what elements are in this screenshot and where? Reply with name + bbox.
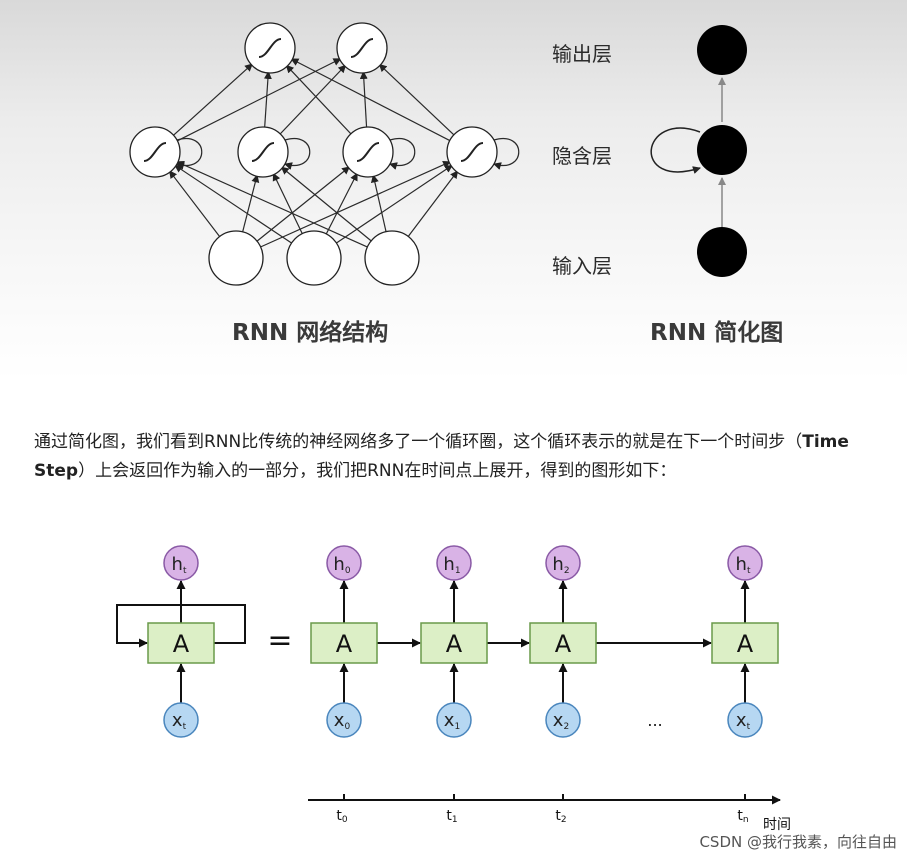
connection-arrow: [334, 164, 453, 245]
connection-arrow: [279, 64, 347, 135]
connection-arrow: [324, 172, 358, 236]
rnn-cell: [529, 622, 597, 664]
sigmoid-icon: [350, 38, 374, 58]
input-neuron: [364, 230, 420, 286]
input-subscript: 1: [454, 722, 460, 732]
input-node: [697, 227, 747, 277]
equals-sign: =: [267, 623, 292, 658]
connection-arrow: [370, 174, 388, 234]
input-subscript: t: [747, 722, 751, 732]
connection-arrow: [177, 58, 342, 142]
connection-arrow: [359, 70, 368, 128]
hidden-state-node: [326, 545, 362, 581]
connection-arrow: [263, 70, 272, 128]
input-node: [326, 702, 362, 738]
time-tick-label: t0: [336, 808, 348, 825]
hidden-layer-label: 隐含层: [552, 144, 612, 168]
connection-arrow: [285, 64, 352, 135]
paragraph-bold-term: Time Step: [34, 432, 849, 481]
rnn-cell: [711, 622, 779, 664]
connection-arrow: [168, 170, 222, 239]
connection-arrow: [280, 166, 374, 243]
input-neuron: [208, 230, 264, 286]
time-tick-subscript: 2: [561, 815, 567, 825]
hidden-state-subscript: t: [747, 566, 751, 576]
input-layer-label: 输入层: [552, 254, 612, 278]
sigmoid-icon: [356, 142, 380, 162]
time-tick-subscript: 1: [452, 815, 458, 825]
hidden-state-node: [727, 545, 763, 581]
connection-arrow: [174, 164, 294, 245]
self-loop-arrow: [493, 137, 520, 170]
time-axis: t0 t1 t2 tn 时间: [308, 794, 791, 833]
hidden-state-node: [163, 545, 199, 581]
time-tick-subscript: 0: [342, 815, 348, 825]
input-node: [163, 702, 199, 738]
top-figure-panel: [0, 0, 907, 380]
connection-arrow: [258, 161, 452, 249]
connection-arrow: [241, 174, 260, 234]
recurrent-loop-arrow: [650, 127, 701, 174]
cell-label: A: [555, 630, 572, 658]
connection-arrow: [272, 172, 304, 236]
explanation-paragraph: 通过简化图，我们看到RNN比传统的神经网络多了一个循环圈，这个循环表示的就是在下…: [34, 428, 884, 486]
paragraph-text-2: ）上会返回作为输入的一部分，我们把RNN在时间点上展开，得到的图形如下：: [78, 461, 677, 481]
output-layer-label: 输出层: [552, 42, 612, 66]
sigmoid-icon: [460, 142, 484, 162]
watermark: CSDN @我行我素，向往自由: [699, 833, 897, 851]
cell-label: A: [336, 630, 353, 658]
cell-label: A: [173, 630, 190, 658]
hidden-state-subscript: 0: [345, 566, 351, 576]
time-axis-label: 时间: [763, 817, 791, 833]
network-connections: [168, 58, 520, 249]
hidden-state-subscript: 2: [564, 566, 570, 576]
sigmoid-icon: [143, 142, 167, 162]
time-tick-label: t2: [555, 808, 566, 825]
input-node: [727, 702, 763, 738]
network-neurons: [129, 22, 498, 286]
rnn-cell: [147, 622, 215, 664]
hidden-state-subscript: 1: [455, 566, 461, 576]
simplified-graph: [650, 25, 747, 277]
connection-arrow: [378, 63, 455, 136]
self-loop-arrow: [176, 137, 203, 170]
rnn-structure-figure: [129, 22, 747, 286]
connection-arrow: [175, 161, 370, 249]
rnn-cell: [420, 622, 488, 664]
cell-label: A: [737, 630, 754, 658]
hidden-state-node: [436, 545, 472, 581]
input-subscript: 0: [344, 722, 350, 732]
rnn-structure-caption: RNN 网络结构: [232, 320, 389, 346]
hidden-node: [697, 125, 747, 175]
connection-arrow: [406, 170, 459, 239]
recurrent-loop-arrow: [116, 604, 246, 648]
sigmoid-icon: [251, 142, 275, 162]
self-loop-arrow: [389, 137, 416, 170]
hidden-state-subscript: t: [183, 566, 187, 576]
input-subscript: t: [183, 722, 187, 732]
self-loop-arrow: [284, 137, 311, 170]
time-tick-label: t1: [446, 808, 457, 825]
output-node: [697, 25, 747, 75]
paragraph-text-1: 通过简化图，我们看到RNN比传统的神经网络多了一个循环圈，这个循环表示的就是在下…: [34, 432, 803, 452]
input-node: [436, 702, 472, 738]
connection-arrow: [173, 63, 253, 136]
hidden-state-node: [545, 545, 581, 581]
unrolled-arrows: [116, 580, 750, 703]
time-tick-subscript: n: [743, 815, 749, 825]
rnn-cell: [310, 622, 378, 664]
input-subscript: 2: [563, 722, 569, 732]
input-node: [545, 702, 581, 738]
connection-arrow: [290, 58, 451, 142]
input-neuron: [286, 230, 342, 286]
rnn-simplified-caption: RNN 简化图: [650, 320, 784, 346]
sigmoid-icon: [258, 38, 282, 58]
ellipsis: ...: [647, 711, 662, 730]
time-tick-label: tn: [737, 808, 748, 825]
cell-label: A: [446, 630, 463, 658]
